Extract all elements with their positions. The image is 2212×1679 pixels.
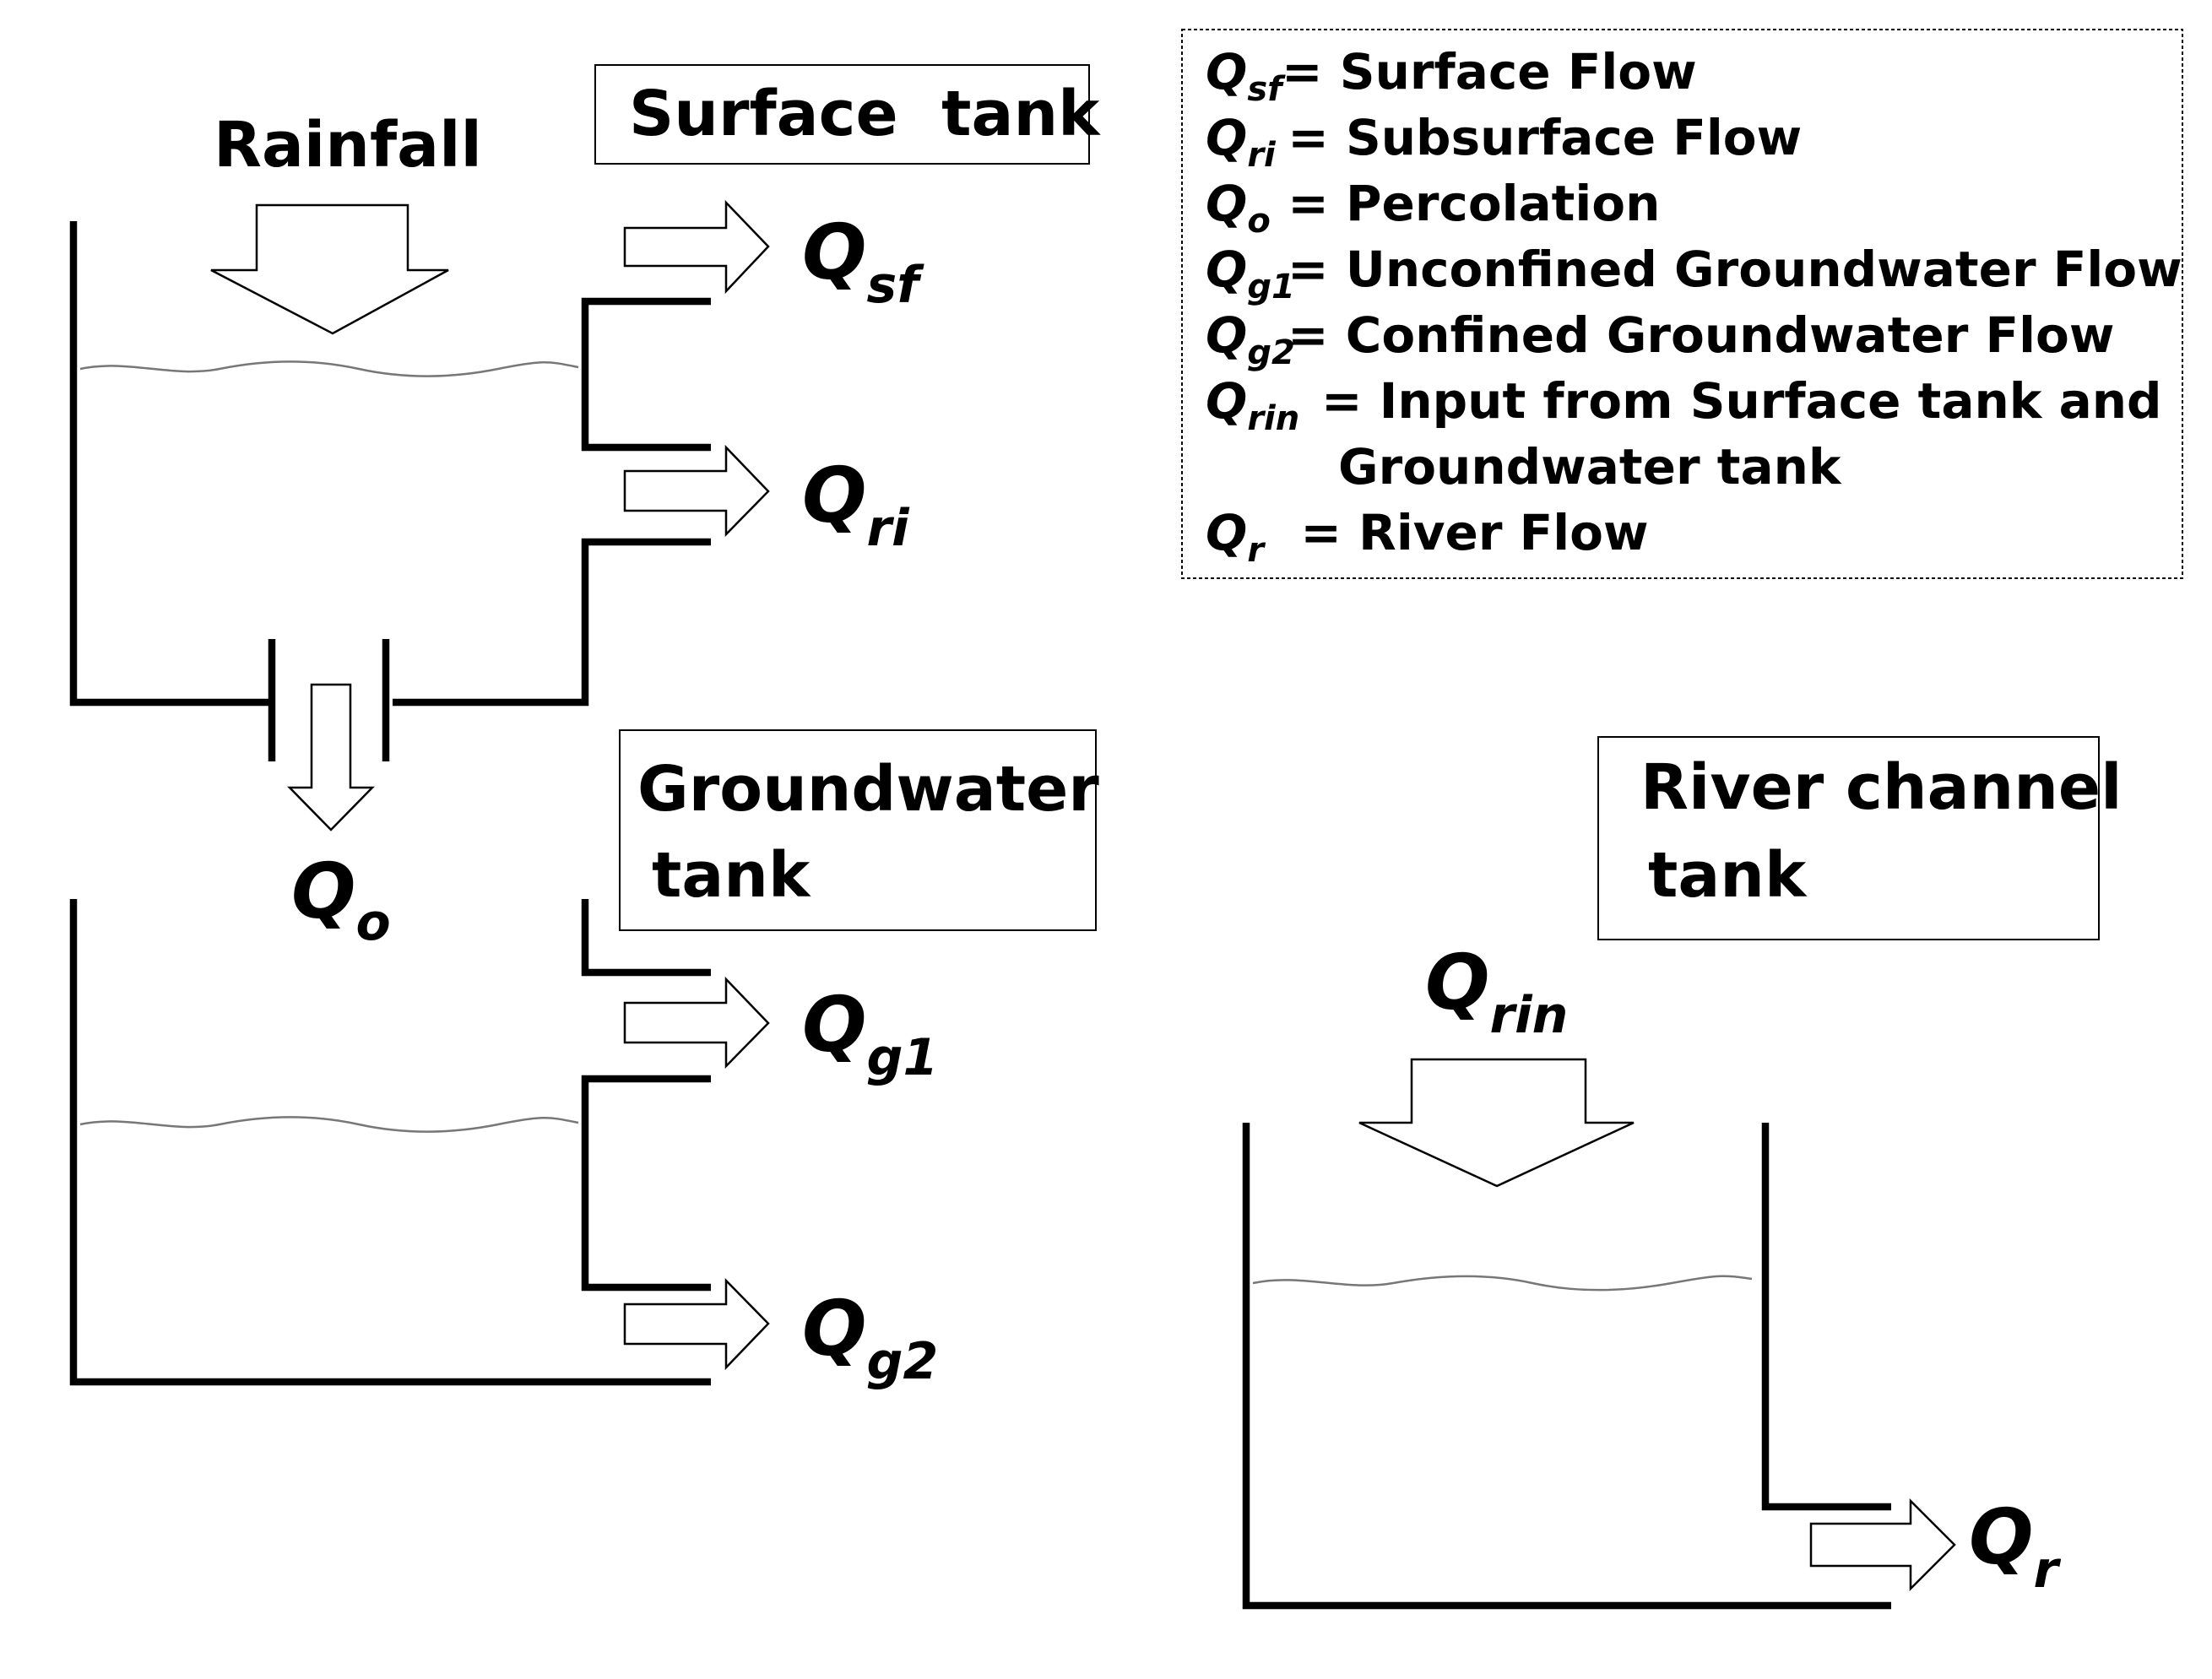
river-tank-outlet xyxy=(1761,1123,1891,1511)
svg-text:= River Flow: = River Flow xyxy=(1266,504,1649,561)
rainfall-label: Rainfall xyxy=(214,109,482,181)
qri-label: Qri xyxy=(802,452,910,558)
surface-tank-label-box xyxy=(594,64,1090,165)
groundwater-tank-upper-outlet xyxy=(581,899,711,977)
svg-text:Qr: Qr xyxy=(1206,504,1266,570)
svg-text:Qg1: Qg1 xyxy=(1206,241,1295,306)
qg1-label: Qg1 xyxy=(802,981,938,1087)
qrin-inflow-arrow-icon xyxy=(1358,1058,1635,1188)
river-tank-label-box xyxy=(1597,736,2100,940)
legend-item: Qrin = Input from Surface tank and xyxy=(1206,372,2162,438)
percolation-arrow-icon xyxy=(287,683,375,831)
qg1-outflow-arrow-icon xyxy=(623,976,770,1070)
legend-item: Qo = Percolation xyxy=(1206,175,1660,241)
surface-tank-label: Surface tank xyxy=(629,78,1101,150)
legend-item: Qg1 = Unconfined Groundwater Flow xyxy=(1206,241,2182,306)
surface-tank-side-outlet xyxy=(581,297,711,452)
legend-item: Qsf = Surface Flow xyxy=(1206,43,1697,109)
river-tank-body xyxy=(1242,1123,1891,1610)
river-tank-water-level xyxy=(1252,1275,1753,1292)
legend-box xyxy=(1181,29,2183,579)
svg-text:= Confined Groundwater Flow: = Confined Groundwater Flow xyxy=(1288,306,2115,364)
qrin-label: Qrin xyxy=(1425,939,1568,1045)
legend: Qsf = Surface Flow Qri = Subsurface Flow… xyxy=(1206,43,2182,570)
surface-tank-water-level xyxy=(79,360,579,377)
river-channel-tank xyxy=(1242,1123,1891,1610)
legend-item: Qr = River Flow xyxy=(1206,504,1649,570)
qg2-label: Qg2 xyxy=(802,1285,938,1391)
groundwater-tank xyxy=(69,899,711,1386)
svg-text:Qsf: Qsf xyxy=(1206,43,1286,109)
river-tank-label-line2: tank xyxy=(1648,839,1808,912)
svg-text:Groundwater tank: Groundwater tank xyxy=(1338,438,1842,496)
river-tank-label-line1: River channel xyxy=(1640,751,2122,824)
svg-text:= Input from Surface tank and: = Input from Surface tank and xyxy=(1321,372,2162,430)
svg-text:Qg2: Qg2 xyxy=(1206,306,1295,372)
rainfall-arrow-icon xyxy=(210,203,449,335)
legend-item: Qg2 = Confined Groundwater Flow xyxy=(1206,306,2115,372)
groundwater-tank-lower-outlet xyxy=(581,1075,711,1292)
qg2-outflow-arrow-icon xyxy=(623,1277,770,1371)
svg-text:= Subsurface Flow: = Subsurface Flow xyxy=(1271,109,1802,166)
svg-text:= Percolation: = Percolation xyxy=(1271,175,1660,232)
svg-text:= Surface Flow: = Surface Flow xyxy=(1282,43,1697,100)
surface-tank xyxy=(69,221,711,761)
groundwater-tank-label-line2: tank xyxy=(652,839,811,912)
svg-text:Qo: Qo xyxy=(1206,175,1271,241)
groundwater-tank-water-level xyxy=(79,1116,579,1133)
surface-tank-bottom-right xyxy=(393,538,711,707)
groundwater-tank-body xyxy=(69,899,711,1386)
svg-text:= Unconfined Groundwater Flow: = Unconfined Groundwater Flow xyxy=(1288,241,2182,298)
qr-outflow-arrow-icon xyxy=(1809,1498,1956,1592)
qri-outflow-arrow-icon xyxy=(623,444,770,538)
legend-item: Qri = Subsurface Flow xyxy=(1206,109,1802,175)
qo-label: Qo xyxy=(291,848,391,952)
groundwater-tank-label-line1: Groundwater xyxy=(637,753,1099,826)
qsf-label: Qsf xyxy=(802,209,924,315)
legend-item: Groundwater tank xyxy=(1338,438,1842,496)
svg-text:Qrin: Qrin xyxy=(1206,372,1299,438)
qsf-outflow-arrow-icon xyxy=(623,199,770,295)
surface-tank-left-wall xyxy=(69,221,272,707)
groundwater-tank-label-box xyxy=(619,729,1097,931)
svg-text:Qri: Qri xyxy=(1206,109,1277,175)
qr-label: Qr xyxy=(1969,1493,2062,1600)
